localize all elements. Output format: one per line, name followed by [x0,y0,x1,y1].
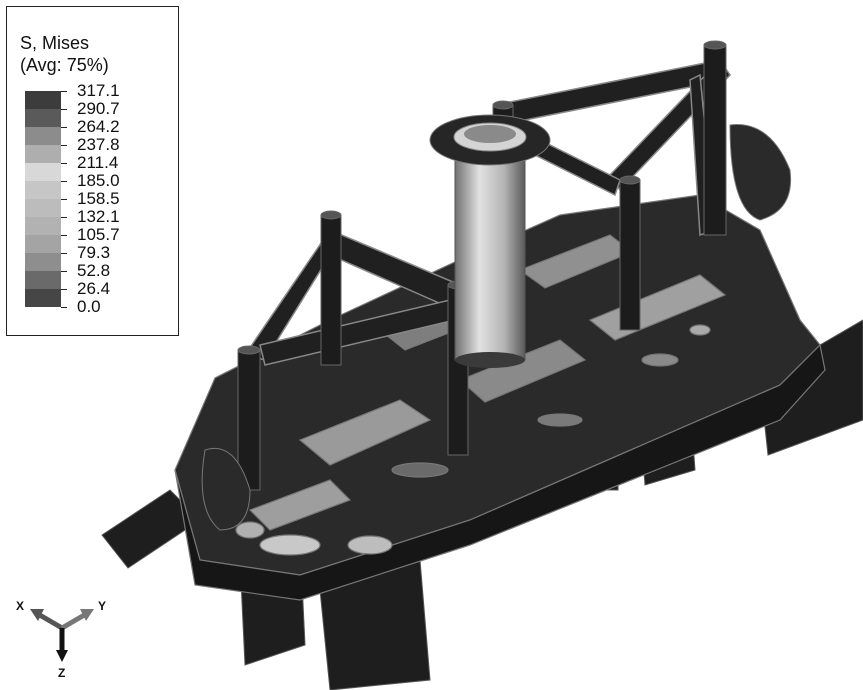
legend-tick [61,127,67,128]
legend-value-label: 264.2 [77,117,120,136]
legend-tick [61,307,67,308]
main-column [429,114,551,368]
legend-value-label: 52.8 [77,261,111,280]
legend-value-label: 290.7 [77,99,120,118]
legend-value-label: 0.0 [77,297,101,316]
legend-tick [61,217,67,218]
legend-tick [61,235,67,236]
legend-swatch [25,181,61,199]
triad-arrows [30,609,94,662]
legend-tick [61,145,67,146]
legend-tick [61,91,67,92]
legend-swatch [25,199,61,217]
legend-swatch [25,253,61,271]
legend-swatch [25,271,61,289]
legend-value-label: 317.1 [77,81,120,100]
legend-subtitle: (Avg: 75%) [20,55,109,75]
legend-tick [61,253,67,254]
legend-tick [61,271,67,272]
legend-swatch [25,163,61,181]
legend-value-label: 132.1 [77,207,120,226]
legend-swatch [25,91,61,109]
legend-value-label: 158.5 [77,189,120,208]
legend-swatch [25,127,61,145]
legend-value-label: 237.8 [77,135,120,154]
legend-tick [61,163,67,164]
legend-tick [61,109,67,110]
axis-triad: X Y Z [10,590,110,680]
legend-swatch [25,109,61,127]
legend-tick [61,199,67,200]
z-axis-label: Z [58,666,66,680]
legend-tick [61,289,67,290]
legend-value-label: 26.4 [77,279,111,298]
legend-value-label: 185.0 [77,171,120,190]
legend-swatch [25,217,61,235]
legend-swatch [25,235,61,253]
legend-tick [61,181,67,182]
side-pods [201,124,792,531]
x-axis-label: X [16,599,25,613]
legend-swatch [25,145,61,163]
legend-title: S, Mises [20,33,90,53]
legend-color-bar [25,91,69,325]
y-axis-label: Y [98,599,107,613]
legend-swatch [25,289,61,307]
legend-value-label: 211.4 [77,153,119,172]
legend-value-label: 105.7 [77,225,120,244]
legend-value-label: 79.3 [77,243,111,262]
